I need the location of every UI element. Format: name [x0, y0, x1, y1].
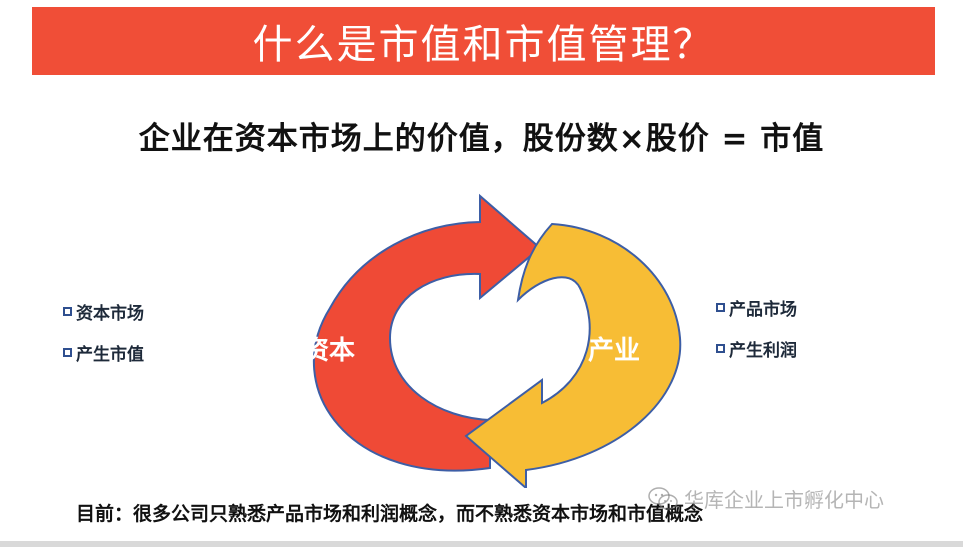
square-bullet-icon — [716, 343, 725, 353]
bullet-text: 产生市值 — [76, 344, 144, 365]
footer-note: 目前：很多公司只熟悉产品市场和利润概念，而不熟悉资本市场和市值概念 — [76, 503, 704, 525]
capital-industry-cycle-diagram — [312, 193, 682, 488]
list-item: 产生市值 — [63, 339, 144, 365]
list-item: 产生利润 — [716, 335, 797, 361]
slide-title: 什么是市值和市值管理？ — [252, 22, 715, 68]
bullet-text: 资本市场 — [76, 303, 144, 324]
capital-arrow — [312, 193, 542, 472]
title-bar: 什么是市值和市值管理？ — [32, 7, 935, 75]
square-bullet-icon — [63, 306, 72, 316]
wechat-icon — [648, 486, 678, 510]
bullet-text: 产品市场 — [729, 299, 797, 320]
watermark-text: 华库企业上市孵化中心 — [684, 488, 884, 512]
list-item: 产品市场 — [716, 294, 797, 320]
bullet-text: 产生利润 — [729, 340, 797, 361]
industry-bullet-list: 产品市场 产生利润 — [716, 294, 797, 376]
slide-bottom-edge — [0, 541, 963, 547]
industry-label: 产业 — [588, 336, 641, 366]
watermark: 华库企业上市孵化中心 — [648, 484, 884, 513]
list-item: 资本市场 — [63, 298, 144, 324]
capital-bullet-list: 资本市场 产生市值 — [63, 298, 144, 380]
square-bullet-icon — [63, 347, 72, 357]
slide-subtitle: 企业在资本市场上的价值，股份数×股价 = 市值 — [138, 121, 825, 157]
industry-arrow — [464, 222, 682, 488]
square-bullet-icon — [716, 302, 725, 312]
capital-label: 资本 — [303, 336, 356, 366]
